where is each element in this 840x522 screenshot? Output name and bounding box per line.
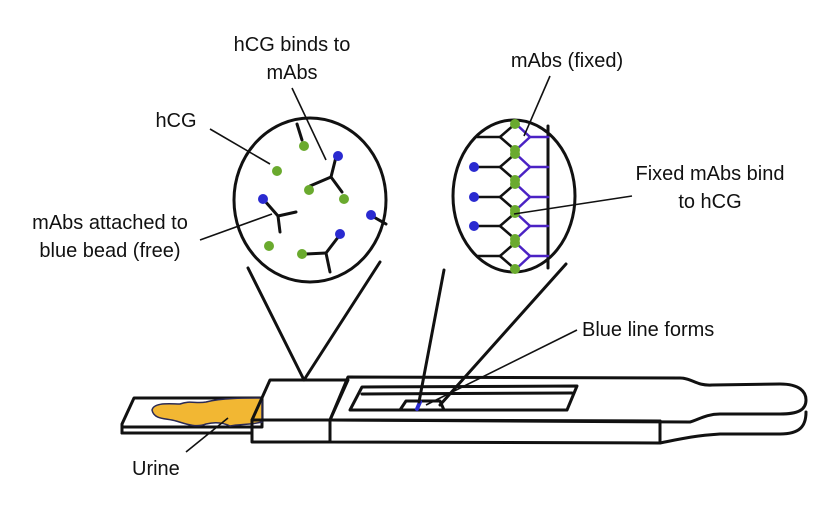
housing-body [328, 375, 808, 445]
left-inset [232, 116, 388, 382]
right-inset [417, 118, 577, 407]
leader-hcg [209, 128, 271, 165]
blue-bead [469, 162, 479, 172]
antibody-arm [329, 155, 338, 179]
antibody-arm [304, 251, 328, 256]
label-mabs-free-line2: blue bead (free) [39, 240, 180, 262]
antibody-arm [329, 175, 344, 194]
hcg-molecule [510, 264, 520, 274]
antibody-arm [308, 175, 333, 188]
label-mabs-free-line1: mAbs attached to [32, 212, 188, 234]
hcg-molecule [510, 238, 520, 248]
blue-bead [335, 229, 345, 239]
urine-stain [151, 397, 263, 427]
blue-bead [469, 192, 479, 202]
antibody-complex [475, 238, 550, 274]
blue-bead [366, 210, 376, 220]
hcg-molecule [510, 149, 520, 159]
hcg-molecule [264, 241, 274, 251]
hcg-molecule [510, 208, 520, 218]
hcg-molecule [510, 179, 520, 189]
antibody-complex [469, 149, 550, 185]
label-blue-line: Blue line forms [582, 319, 714, 341]
hcg-molecule [299, 141, 309, 151]
label-fixed-bind-line2: to hCG [678, 191, 741, 213]
antibody-complex [475, 119, 550, 155]
test-stick [120, 375, 808, 445]
antibody-arm [276, 214, 282, 234]
blue-bead [258, 194, 268, 204]
leader-fixed-bind [513, 195, 633, 215]
fixed-antibody-array [469, 119, 550, 274]
blue-bead [469, 221, 479, 231]
antibody-arm [324, 251, 332, 274]
hcg-molecule [339, 194, 349, 204]
labels: hCG binds to mAbs hCG mAbs attached to b… [32, 34, 784, 480]
antibody-complex [469, 208, 550, 244]
antibody-arm [276, 210, 298, 218]
hcg-molecule [304, 185, 314, 195]
antibody-complex [469, 179, 550, 215]
free-molecules [258, 122, 388, 274]
leader-urine [185, 417, 229, 453]
hcg-molecule [510, 119, 520, 129]
result-window [348, 384, 579, 412]
label-urine: Urine [132, 458, 180, 480]
label-fixed-bind-line1: Fixed mAbs bind [636, 163, 785, 185]
label-hcg-binds-line1: hCG binds to [234, 34, 351, 56]
label-hcg: hCG [155, 110, 196, 132]
antibody-stem [295, 122, 304, 142]
leader-lines [185, 75, 633, 453]
leader-blue-line [425, 329, 578, 406]
antibody-arm [324, 234, 341, 255]
leader-hcg-binds [291, 87, 327, 161]
leader-mabs-fixed [523, 75, 551, 137]
hcg-molecule [272, 166, 282, 176]
blue-bead [333, 151, 343, 161]
hcg-molecule [297, 249, 307, 259]
label-hcg-binds-line2: mAbs [266, 62, 317, 84]
leader-mabs-free [199, 213, 273, 241]
label-mabs-fixed: mAbs (fixed) [511, 50, 623, 72]
absorbent-strip [120, 396, 264, 435]
